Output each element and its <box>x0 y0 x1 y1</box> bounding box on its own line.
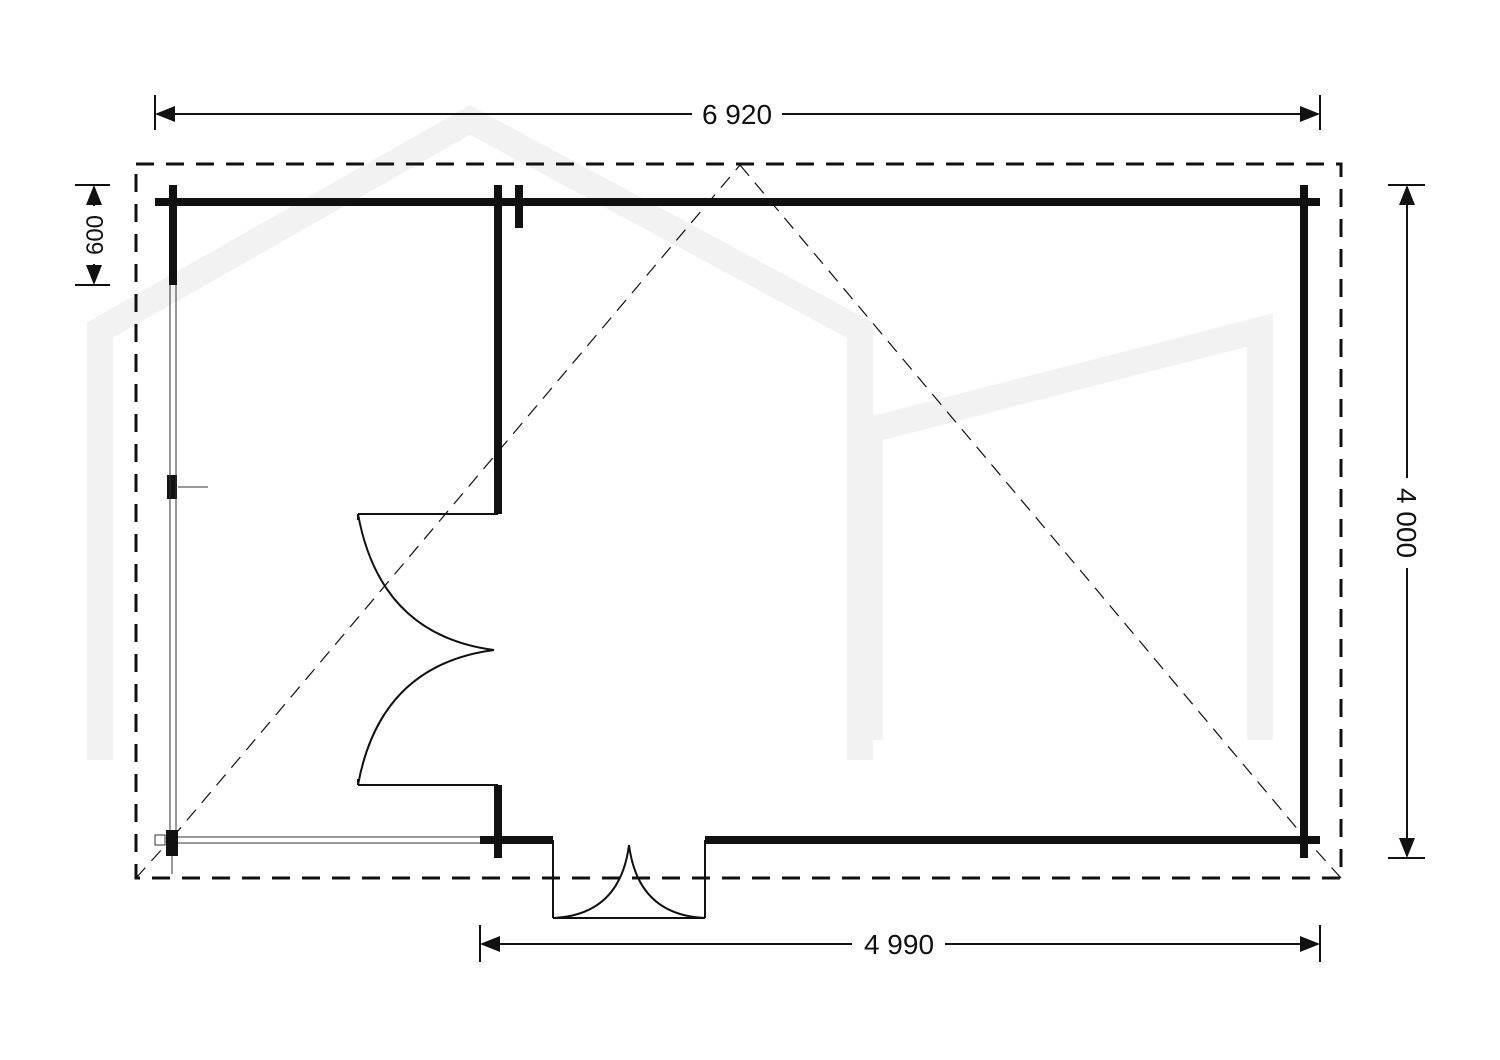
watermark <box>87 105 1273 760</box>
front-double-door <box>552 840 706 919</box>
dimension-overhang: 600 <box>75 184 110 286</box>
roof-ridge-lines <box>135 164 1342 879</box>
total-depth-label: 4 000 <box>1391 488 1422 558</box>
post-bottom <box>166 830 178 856</box>
overhang-label: 600 <box>82 215 109 255</box>
dimension-total-width: 6 920 <box>154 95 1321 130</box>
roof-outline <box>134 162 1343 880</box>
total-width-label: 6 920 <box>702 99 772 130</box>
terrace-rails <box>169 285 480 874</box>
room-width-label: 4 990 <box>864 929 934 960</box>
dimension-room-width: 4 990 <box>479 925 1321 962</box>
dimension-total-depth: 4 000 <box>1388 184 1425 859</box>
terrace-posts <box>154 475 208 856</box>
post-middle <box>167 475 177 499</box>
partition-double-door <box>357 513 498 786</box>
walls <box>155 185 1320 858</box>
